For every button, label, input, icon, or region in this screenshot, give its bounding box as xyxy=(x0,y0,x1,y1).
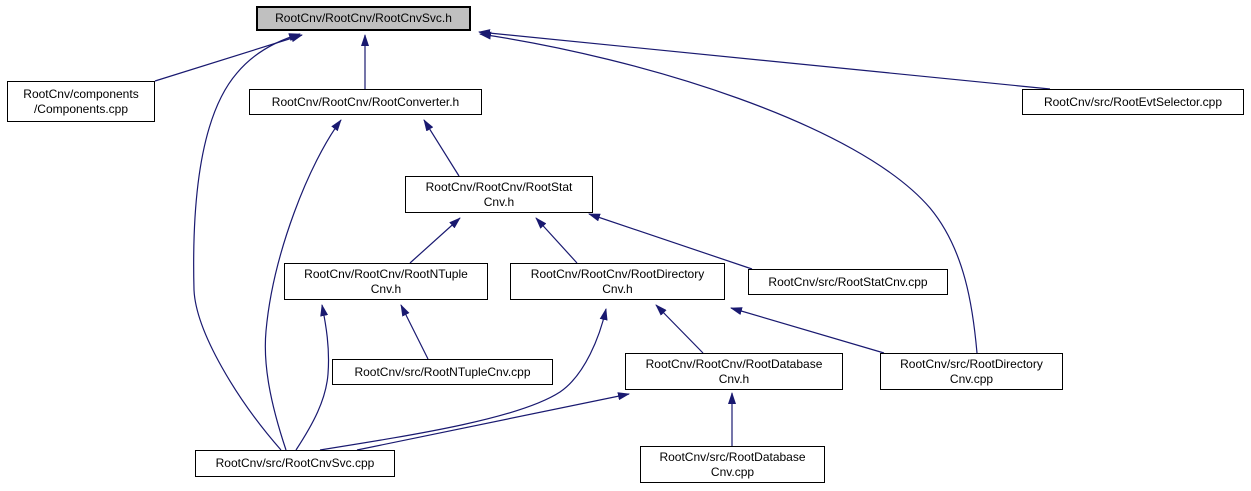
node-label-line: RootCnv/RootCnv/RootCnvSvc.h xyxy=(275,11,452,25)
graph-node-rootcnvsvc-cpp[interactable]: RootCnv/src/RootCnvSvc.cpp xyxy=(195,450,395,477)
edge-rootdirectorycnv-h-to-rootstatcnv-h xyxy=(535,217,578,264)
edge-rootdirectorycnv-cpp-to-rootdirectorycnv-h xyxy=(730,307,885,354)
node-label-line: Cnv.h xyxy=(602,281,633,296)
node-label-line: RootCnv/RootCnv/RootDatabase xyxy=(645,356,823,371)
node-label-line: RootCnv/RootCnv/RootDirectory xyxy=(530,266,705,281)
edge-rootcnvsvc-cpp-to-rootcnvsvc-h xyxy=(193,33,301,451)
edge-rootevtselector-cpp-to-rootcnvsvc-h xyxy=(478,29,1051,90)
graph-node-rootstatcnv-cpp[interactable]: RootCnv/src/RootStatCnv.cpp xyxy=(748,269,948,295)
node-label-line: RootCnv/src/RootNTupleCnv.cpp xyxy=(354,364,531,379)
node-label-line: Cnv.h xyxy=(370,281,402,296)
node-label-line: RootCnv/RootCnv/RootStat xyxy=(425,179,573,194)
node-label-line: RootCnv/src/RootEvtSelector.cpp xyxy=(1043,94,1223,109)
edge-rootstatcnv-cpp-to-rootstatcnv-h xyxy=(588,213,753,270)
edge-rootdirectorycnv-cpp-to-rootcnvsvc-h xyxy=(479,31,978,354)
edge-rootstatcnv-h-to-rootconverter-h xyxy=(423,119,460,177)
node-label-line: RootCnv/components xyxy=(23,86,139,101)
node-label-line: RootCnv/src/RootStatCnv.cpp xyxy=(768,274,928,289)
node-label-line: RootCnv/src/RootDatabase xyxy=(659,449,806,464)
node-label-line: Cnv.cpp xyxy=(710,464,755,479)
graph-node-rootcnvsvc-h[interactable]: RootCnv/RootCnv/RootCnvSvc.h xyxy=(256,6,471,31)
graph-node-rootntuplecnv-cpp[interactable]: RootCnv/src/RootNTupleCnv.cpp xyxy=(332,359,553,385)
graph-node-rootevtselector-cpp[interactable]: RootCnv/src/RootEvtSelector.cpp xyxy=(1022,89,1244,115)
edge-rootntuplecnv-h-to-rootstatcnv-h xyxy=(409,217,461,264)
edge-rootcnvsvc-cpp-to-rootdatabasecnv-h xyxy=(356,392,630,451)
node-label-line: RootCnv/src/RootCnvSvc.cpp xyxy=(215,456,375,470)
node-label-line: Cnv.cpp xyxy=(949,371,994,386)
edge-rootntuplecnv-cpp-to-rootntuplecnv-h xyxy=(400,304,429,360)
node-label-line: Cnv.h xyxy=(483,194,515,209)
node-label-line: /Components.cpp xyxy=(33,101,129,116)
node-label-line: RootCnv/RootCnv/RootNTuple xyxy=(304,266,468,281)
node-label-line: RootCnv/src/RootDirectory xyxy=(900,356,1043,371)
edge-rootcnvsvc-cpp-to-rootdirectorycnv-h xyxy=(319,308,608,451)
graph-node-components-cpp[interactable]: RootCnv/components/Components.cpp xyxy=(7,81,155,122)
graph-node-rootconverter-h[interactable]: RootCnv/RootCnv/RootConverter.h xyxy=(249,89,482,115)
edge-rootcnvsvc-cpp-to-rootntuplecnv-h xyxy=(295,304,330,451)
edge-rootcnvsvc-cpp-to-rootconverter-h xyxy=(264,119,342,451)
edge-rootdatabasecnv-h-to-rootdirectorycnv-h xyxy=(655,304,704,354)
node-label-line: Cnv.h xyxy=(718,371,750,386)
node-label-line: RootCnv/RootCnv/RootConverter.h xyxy=(271,94,460,109)
